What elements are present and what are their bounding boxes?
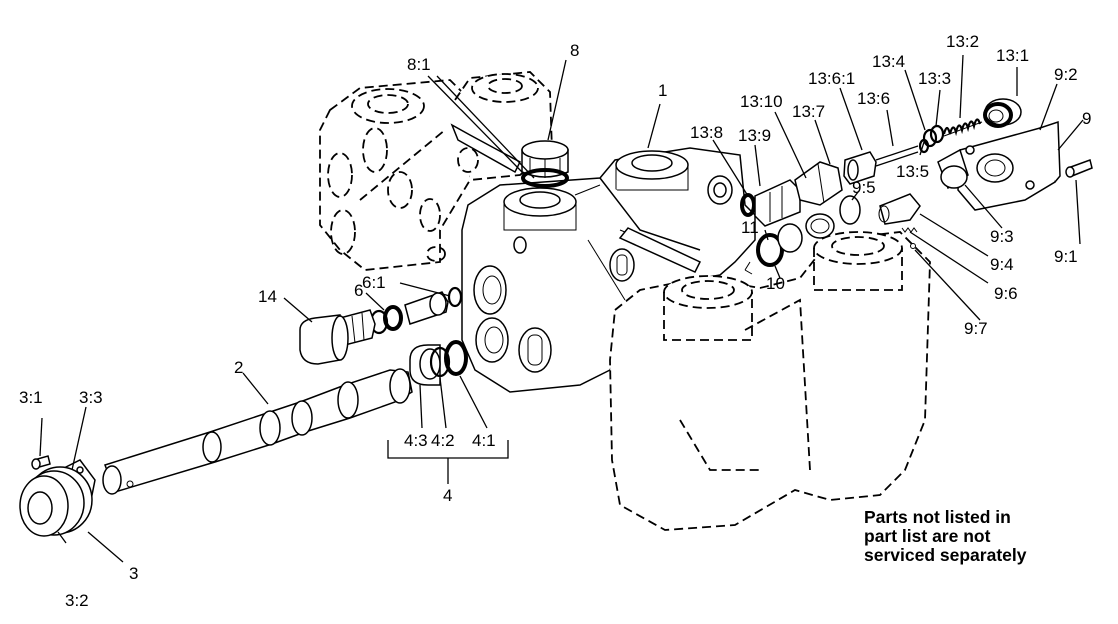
label-13-9: 13:9 — [738, 126, 771, 145]
label-14: 14 — [258, 287, 277, 306]
label-13-6-1: 13:6:1 — [808, 69, 855, 88]
label-13-2: 13:2 — [946, 32, 979, 51]
label-4-1: 4:1 — [472, 431, 496, 450]
label-8: 8 — [570, 41, 579, 60]
label-1: 1 — [658, 81, 667, 100]
spool-2 — [102, 368, 413, 495]
label-9-1: 9:1 — [1054, 247, 1078, 266]
seal-kit-4 — [409, 340, 468, 386]
plug-assembly-14-6 — [299, 286, 463, 365]
service-note-line-1: Parts not listed in — [864, 507, 1011, 527]
label-4: 4 — [443, 486, 452, 505]
seal-10 — [744, 223, 803, 275]
label-9-2: 9:2 — [1054, 65, 1078, 84]
label-11: 11 — [741, 218, 759, 237]
label-8-1: 8:1 — [407, 55, 431, 74]
label-13-6: 13:6 — [857, 89, 890, 108]
label-3-3: 3:3 — [79, 388, 103, 407]
label-2: 2 — [234, 358, 243, 377]
label-13-4: 13:4 — [872, 52, 905, 71]
main-valve-body — [450, 123, 756, 393]
label-9-3: 9:3 — [990, 227, 1014, 246]
label-13-5: 13:5 — [896, 162, 929, 181]
leader-lines — [39, 54, 1084, 563]
label-3-1: 3:1 — [19, 388, 43, 407]
label-9-4: 9:4 — [990, 255, 1014, 274]
label-9: 9 — [1082, 109, 1091, 128]
service-note: Parts not listed in part list are not se… — [864, 508, 1104, 565]
label-13-3: 13:3 — [918, 69, 951, 88]
label-9-7: 9:7 — [964, 319, 988, 338]
service-note-line-3: serviced separately — [864, 545, 1027, 565]
cover-plate-9 — [805, 120, 1093, 249]
label-4-2: 4:2 — [431, 431, 455, 450]
label-6-1: 6:1 — [362, 273, 386, 292]
label-13-1: 13:1 — [996, 46, 1029, 65]
part-labels: 1 8 8:1 13:8 13:9 13:10 13:7 13:6:1 13:6… — [19, 32, 1091, 610]
relief-valve-13 — [740, 98, 1022, 227]
end-cap-3 — [19, 455, 96, 537]
label-9-6: 9:6 — [994, 284, 1018, 303]
label-13-8: 13:8 — [690, 123, 723, 142]
service-note-line-2: part list are not — [864, 526, 991, 546]
label-3-2: 3:2 — [65, 591, 89, 610]
label-13-7: 13:7 — [792, 102, 825, 121]
label-6: 6 — [354, 281, 363, 300]
label-4-3: 4:3 — [404, 431, 428, 450]
label-3: 3 — [129, 564, 138, 583]
plug-8 — [521, 140, 569, 188]
adjacent-valve-section-front — [609, 231, 931, 531]
label-10: 10 — [766, 274, 785, 293]
label-13-10: 13:10 — [740, 92, 783, 111]
label-9-5: 9:5 — [852, 178, 876, 197]
